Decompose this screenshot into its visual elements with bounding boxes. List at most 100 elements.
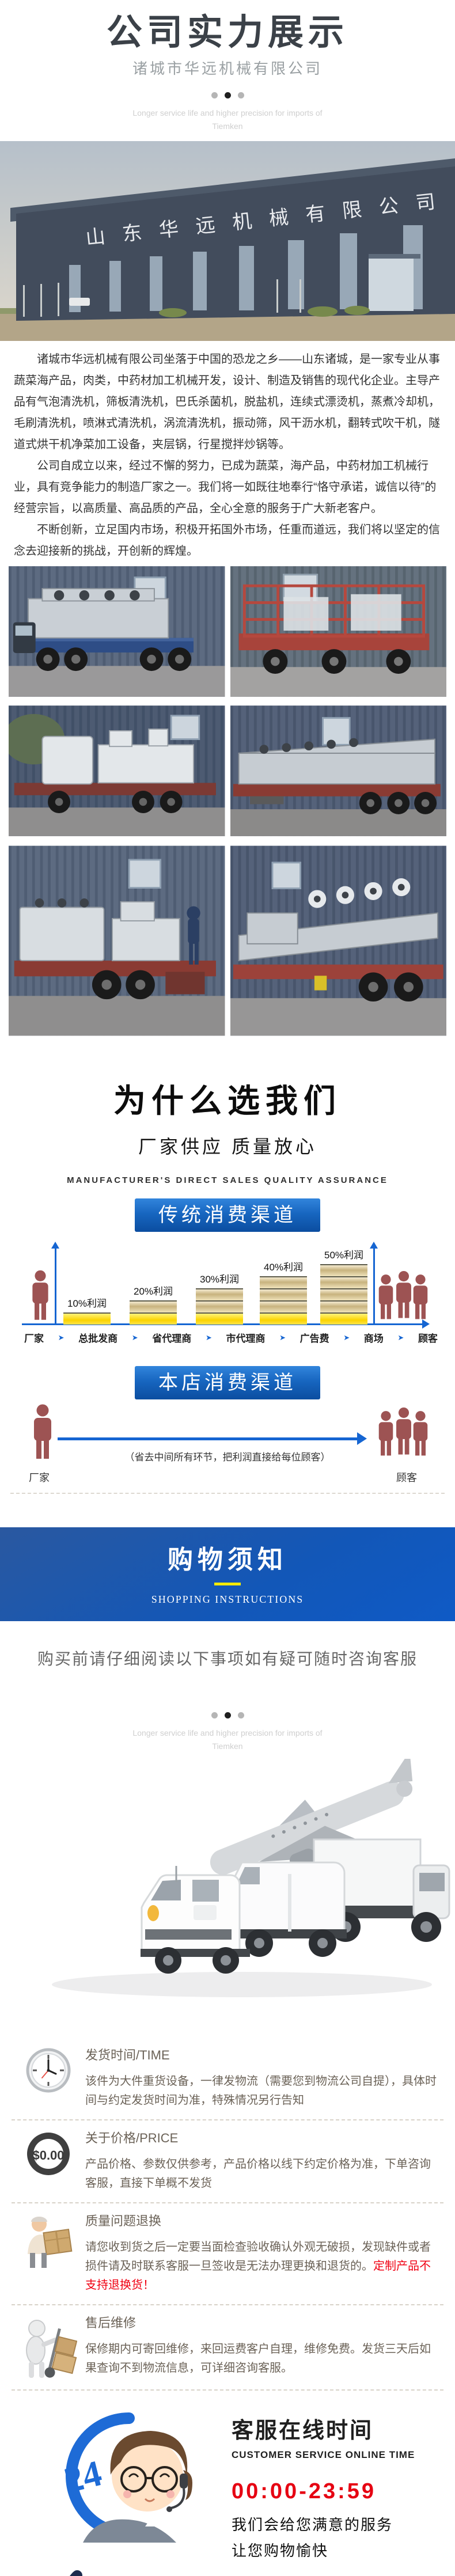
policy-aftersale: 售后维修 保修期内可寄回维修，来回运费客户自理，维修免费。发货三天后如果查询不到…: [12, 2305, 443, 2391]
policy-price: $0.00 关于价格/PRICE 产品价格、参数仅供参考，产品价格以线下约定价格…: [12, 2120, 443, 2203]
profit-bar-50: 50%利润: [320, 1250, 367, 1325]
profit-bar-10: 10%利润: [63, 1298, 111, 1325]
profit-bar-30: 30%利润: [196, 1274, 243, 1325]
truck-photo-4: [230, 704, 446, 838]
dot-icon: [237, 1712, 244, 1718]
truck-photo-3: [9, 704, 225, 838]
flow-arrow-icon: ➤: [131, 1333, 138, 1342]
flow-arrow-icon: ➤: [279, 1333, 286, 1342]
yellow-underline: [214, 1583, 241, 1585]
truck-photo-6: [230, 843, 446, 1038]
flow-step: 顾客: [418, 1333, 438, 1344]
page-title: 公司实力展示: [106, 13, 348, 52]
profit-bar-label: 30%利润: [199, 1274, 240, 1285]
tagline-line2: Tiemken: [212, 122, 243, 131]
notice-subtitle: SHOPPING INSTRUCTIONS: [151, 1594, 304, 1605]
divider-dots: [0, 92, 455, 98]
profit-bar-20: 20%利润: [130, 1286, 177, 1325]
flow-step: 厂家: [24, 1333, 44, 1344]
notice-title: 购物须知: [168, 1546, 287, 1574]
direct-arrow: [58, 1432, 367, 1445]
cartoon-24-badge: 24: [60, 2452, 105, 2501]
store-channel-diagram: （省去中间所有环节，把利润直接给每位顾客） 厂家 顾客: [0, 1399, 455, 1493]
store-channel-banner: 本店消费渠道: [135, 1366, 320, 1399]
profit-bar-label: 10%利润: [67, 1298, 107, 1309]
dot-icon: [237, 92, 244, 98]
flow-step: 市代理商: [226, 1333, 266, 1344]
company-name: 诸城市华远机械有限公司: [132, 60, 323, 77]
customer-service-cartoon: 24: [60, 2412, 192, 2543]
store-channel-caption: （省去中间所有环节，把利润直接给每位顾客）: [124, 1452, 331, 1463]
24-hours-logo: 24 HOURS: [70, 2570, 83, 2576]
customer-label: 顾客: [396, 1472, 417, 1484]
dot-icon: [224, 1712, 231, 1718]
price-badge-text: $0.00: [32, 2148, 64, 2163]
customer-service-text: 客服在线时间 CUSTOMER SERVICE ONLINE TIME 00:0…: [222, 2406, 415, 2560]
profit-bar-label: 20%利润: [133, 1286, 173, 1297]
truck-photo-5: [9, 843, 225, 1038]
why-subtitle: 厂家供应 质量放心: [138, 1136, 317, 1157]
intro-paragraph-1: 诸城市华远机械有限公司坐落于中国的恐龙之乡——山东诸城，是一家专业从事蔬菜海产品…: [14, 353, 440, 451]
flow-step: 商场: [363, 1333, 384, 1344]
profit-bar-40: 40%利润: [260, 1262, 307, 1325]
why-choose-us: 为什么选我们 厂家供应 质量放心 MANUFACTURER'S DIRECT S…: [0, 1082, 455, 1187]
traditional-channel-banner: 传统消费渠道: [135, 1198, 320, 1232]
truck-photo-1: [9, 564, 225, 699]
purchase-policies: 发货时间/TIME 该件为大件重货设备，一律发物流（需要您到物流公司自提），具体…: [12, 2038, 443, 2391]
policy-text: 保修期内可寄回维修，来回运费客户自理，维修免费。发货三天后如果查询不到物流信息，…: [85, 2343, 431, 2374]
repair-figure-icon: [12, 2313, 85, 2380]
tagline: Longer service life and higher precision…: [0, 107, 455, 133]
divider-dots: [0, 1712, 455, 1718]
factory-person-icon: [29, 1268, 52, 1323]
cs-title: 客服在线时间: [232, 2419, 374, 2443]
dot-icon: [211, 92, 218, 98]
up-arrow-right: [370, 1242, 378, 1325]
policy-title: 质量问题退换: [85, 2214, 162, 2228]
factory-photo: 山东华远机械有限公司: [0, 141, 455, 341]
truck-photo-2: [230, 564, 446, 699]
policy-title: 售后维修: [85, 2316, 136, 2330]
flow-step: 省代理商: [152, 1333, 192, 1344]
policy-text-main: 请您收到货之后一定要当面检查验收确认外观无破损，发现缺件或者损件请及时联系客服一…: [85, 2241, 431, 2273]
tagline: Longer service life and higher precision…: [0, 1727, 455, 1753]
price-badge-icon: $0.00: [12, 2129, 85, 2177]
policy-text: 该件为大件重货设备，一律发物流（需要您到物流公司自提），具体时间与约定发货时间为…: [85, 2075, 437, 2107]
customers-icon: [393, 1266, 415, 1323]
customer-service-block: 24 客服在线时间 CUSTOMER SERVICE ONLINE TIME 0…: [0, 2406, 455, 2560]
policy-title: 关于价格/PRICE: [85, 2131, 179, 2145]
intro-paragraph-2: 公司自成立以来，经过不懈的努力，已成为蔬菜，海产品，中药材加工机械行业，具有竞争…: [14, 460, 437, 515]
cs-hours: 00:00-23:59: [232, 2479, 377, 2503]
contact-row: 24 HOURS 葛经理： 136-6636-2671: [0, 2569, 455, 2576]
dashed-divider: [10, 1493, 445, 1494]
factory-label: 厂家: [29, 1472, 50, 1484]
why-caption: MANUFACTURER'S DIRECT SALES QUALITY ASSU…: [67, 1175, 388, 1185]
policy-text: 产品价格、参数仅供参考，产品价格以线下约定价格为准，下单咨询客服，直接下单概不发…: [85, 2158, 431, 2190]
why-title: 为什么选我们: [113, 1083, 342, 1119]
dot-icon: [224, 92, 231, 98]
company-intro: 诸城市华远机械有限公司坐落于中国的恐龙之乡——山东诸城，是一家专业从事蔬菜海产品…: [14, 349, 441, 562]
dot-icon: [211, 1712, 218, 1718]
profit-bar-label: 50%利润: [324, 1250, 364, 1261]
flow-step: 广告费: [299, 1333, 329, 1344]
shipment-photo-grid: [9, 564, 446, 1038]
header: 公司实力展示 诸城市华远机械有限公司 Longer service life a…: [0, 0, 455, 133]
flow-arrow-icon: ➤: [205, 1333, 212, 1342]
cs-promise-line2: 让您购物愉快: [232, 2542, 329, 2559]
flow-step: 总批发商: [78, 1333, 118, 1344]
policy-return: 质量问题退换 请您收到货之后一定要当面检查验收确认外观无破损，发现缺件或者损件请…: [12, 2203, 443, 2305]
shopping-notice-banner: 购物须知 SHOPPING INSTRUCTIONS: [0, 1527, 455, 1621]
delivery-man-icon: [12, 2211, 85, 2269]
flow-labels: 厂家 ➤ 总批发商 ➤ 省代理商 ➤ 市代理商 ➤ 广告费 ➤ 商场 ➤ 顾客: [24, 1330, 438, 1345]
up-arrow-left: [51, 1242, 59, 1325]
cs-subtitle: CUSTOMER SERVICE ONLINE TIME: [232, 2449, 415, 2460]
tagline-line2: Tiemken: [212, 1742, 243, 1751]
notice-lead: 购买前请仔细阅读以下事项如有疑可随时咨询客服: [37, 1650, 418, 1668]
policy-shipping: 发货时间/TIME 该件为大件重货设备，一律发物流（需要您到物流公司自提），具体…: [12, 2038, 443, 2120]
policy-title: 发货时间/TIME: [85, 2048, 170, 2062]
policy-text-highlight: 定制产品不支持退换货！: [85, 2260, 431, 2292]
logistics-photo: [0, 1759, 455, 2008]
flow-arrow-icon: ➤: [58, 1333, 65, 1342]
policy-text: 请您收到货之后一定要当面检查验收确认外观无破损，发现缺件或者损件请及时联系客服一…: [85, 2238, 440, 2295]
cs-promise-line1: 我们会给您满意的服务: [232, 2516, 393, 2533]
